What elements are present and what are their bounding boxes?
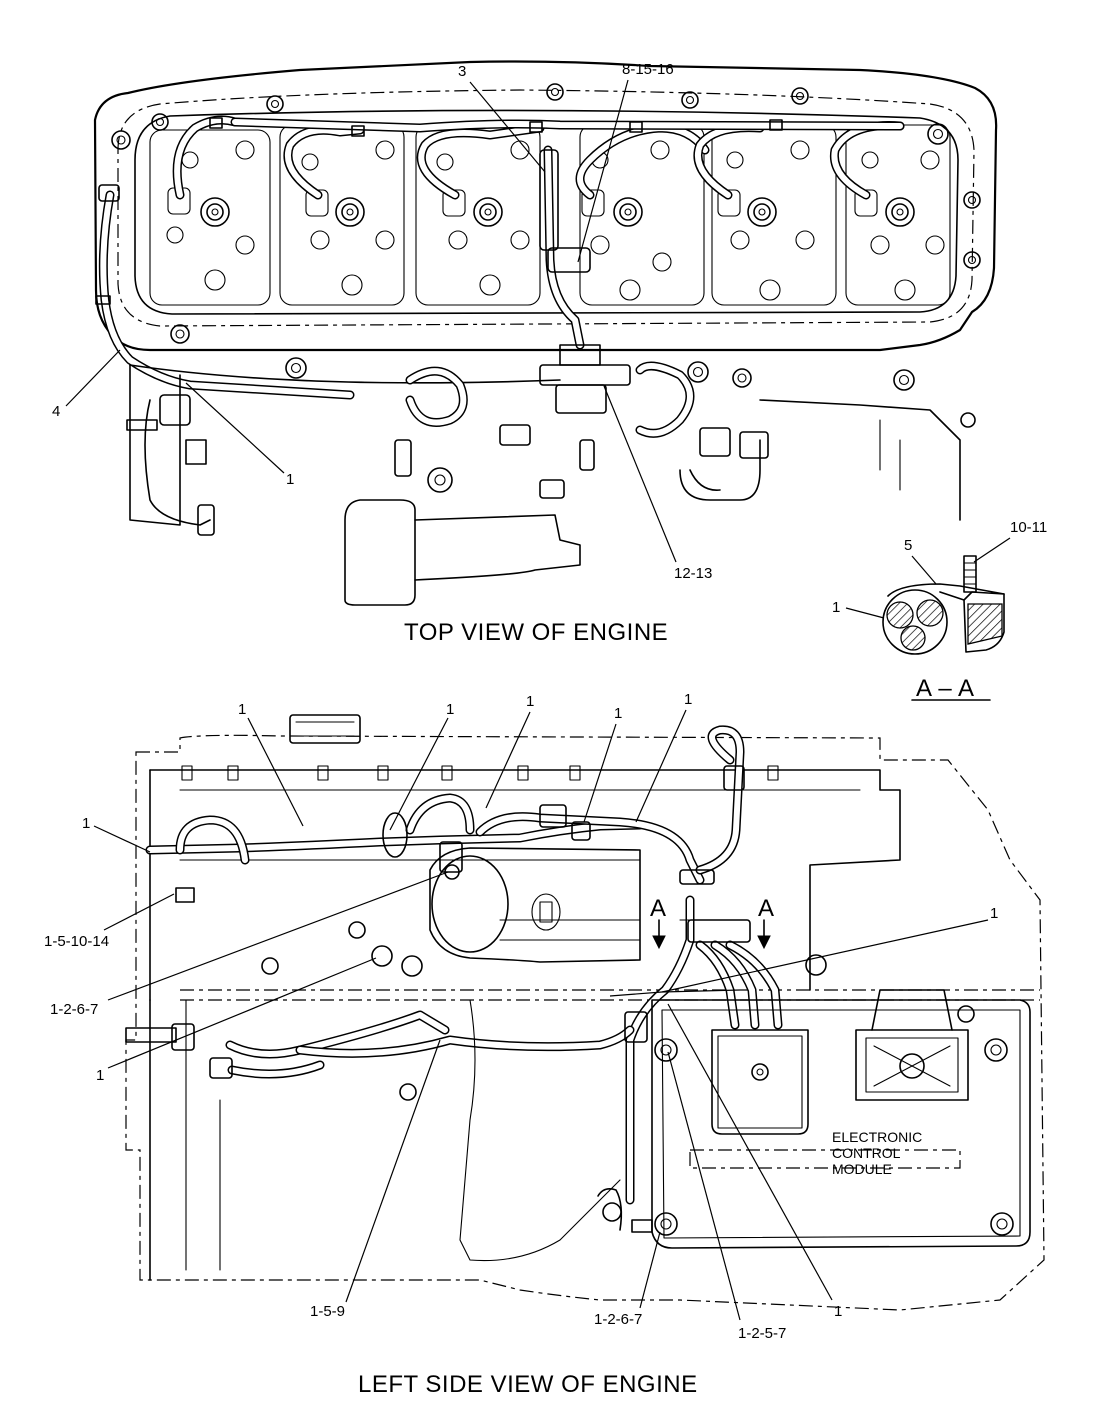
callout-4: 4 [52, 403, 60, 420]
section-marker-right: A [758, 895, 775, 922]
section-marker-left: A [650, 895, 667, 922]
callout-1-2-6-7-upper: 1-2-6-7 [50, 1001, 98, 1018]
callout-1-top: 1 [286, 471, 294, 488]
callout-1-c: 1 [526, 693, 534, 710]
side-view-callouts: 1 1 1 1 1 1 1-5-10-14 1-2-6-7 1 1 1-5-9 … [44, 691, 998, 1342]
left-side-view-engine-drawing: ELECTRONIC CONTROL MODULE A A 1 1 1 1 [44, 691, 1045, 1398]
callout-10-11: 10-11 [1010, 519, 1047, 536]
ecm-label-line-1: ELECTRONIC [832, 1129, 922, 1145]
callout-1-e: 1 [684, 691, 692, 708]
callout-1-h: 1 [990, 905, 998, 922]
left-harness [95, 184, 355, 400]
lower-engine-components [126, 344, 961, 606]
callout-12-13: 12-13 [674, 565, 712, 582]
callout-1-g: 1 [96, 1067, 104, 1084]
side-harness [145, 725, 783, 1205]
callout-8-15-16: 8-15-16 [622, 61, 674, 78]
top-view-caption: TOP VIEW OF ENGINE [404, 619, 668, 646]
callout-1-f: 1 [82, 815, 90, 832]
callout-1-a: 1 [238, 701, 246, 718]
callout-1-2-5-7: 1-2-5-7 [738, 1325, 786, 1342]
section-caption: A – A [916, 675, 975, 702]
callout-1-i: 1 [834, 1303, 842, 1320]
callout-1-d: 1 [614, 705, 622, 722]
section-a-a-detail: 10-11 5 1 A – A [832, 519, 1047, 702]
ecm-label-line-2: CONTROL [832, 1145, 901, 1161]
section-markers: A A [650, 895, 775, 950]
injector-harness [172, 115, 905, 350]
callout-1-5-9: 1-5-9 [310, 1303, 345, 1320]
callout-3: 3 [458, 63, 466, 80]
left-side-view-caption: LEFT SIDE VIEW OF ENGINE [358, 1371, 698, 1398]
callout-1-section: 1 [832, 599, 840, 616]
callout-1-2-6-7-lower: 1-2-6-7 [594, 1311, 642, 1328]
ecm-label-line-3: MODULE [832, 1161, 892, 1177]
callout-1-b: 1 [446, 701, 454, 718]
callout-5: 5 [904, 537, 912, 554]
top-view-callouts: 3 8-15-16 4 1 12-13 [52, 61, 712, 582]
head-perimeter-bolts [111, 83, 981, 428]
ecm-panel [651, 989, 1031, 1249]
valve-cover-bolts [181, 765, 779, 781]
top-view-engine-drawing: 3 8-15-16 4 1 12-13 TOP VIEW OF ENGINE [52, 60, 998, 646]
callout-1-5-10-14: 1-5-10-14 [44, 933, 109, 950]
cylinder-sections [149, 124, 951, 306]
